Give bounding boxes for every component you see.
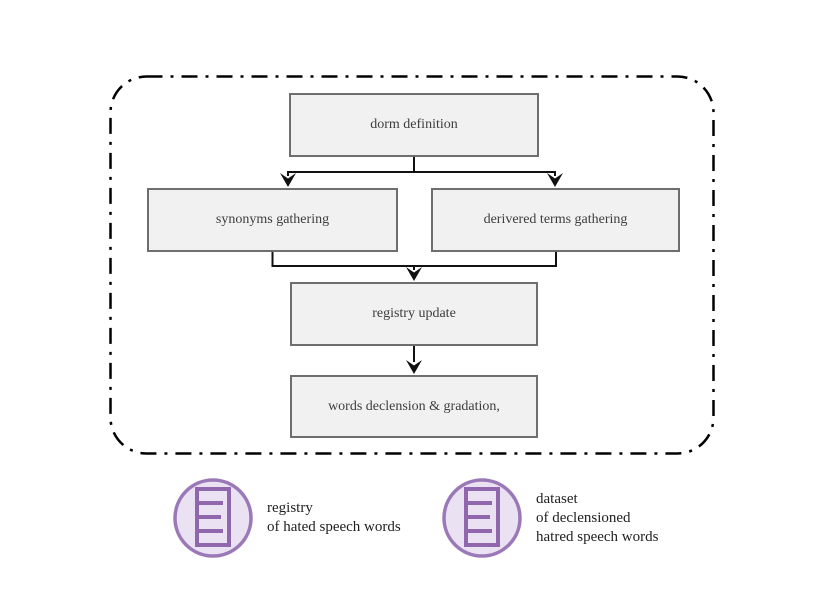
dataset-ledger-icon — [442, 478, 522, 558]
arrow-down-icon — [547, 173, 563, 187]
arrow-down-icon — [406, 360, 422, 374]
dashed-frame-border — [109, 75, 715, 455]
legend-line: dataset — [536, 490, 578, 507]
flow-box-registry-update: registry update — [290, 282, 538, 346]
legend-item-dataset: dataset of declensioned hatred speech wo… — [442, 478, 658, 558]
arrow-down-icon — [406, 267, 422, 281]
flow-box-label: dorm definition — [370, 117, 458, 132]
legend-line: hatred speech words — [536, 528, 659, 545]
flow-box-dorm-definition: dorm definition — [289, 93, 539, 157]
flow-box-label: derivered terms gathering — [483, 212, 628, 227]
legend-line: of declensioned — [536, 509, 631, 526]
legend-text-dataset: dataset of declensioned hatred speech wo… — [536, 490, 658, 547]
legend-line: registry — [267, 500, 313, 516]
registry-ledger-icon — [173, 478, 253, 558]
legend-item-registry: registry of hated speech words — [173, 478, 401, 558]
arrow-down-icon — [280, 173, 296, 187]
flow-box-words-declension-gradation: words declension & gradation, — [290, 375, 538, 438]
flow-box-synonyms-gathering: synonyms gathering — [147, 188, 398, 252]
flow-box-label: synonyms gathering — [215, 212, 330, 227]
flow-box-derivered-terms-gathering: derivered terms gathering — [431, 188, 680, 252]
flow-box-label: registry update — [372, 306, 456, 321]
flow-box-label: words declension & gradation, — [328, 398, 500, 414]
legend-text-registry: registry of hated speech words — [267, 499, 401, 537]
legend-line: of hated speech words — [267, 519, 401, 535]
